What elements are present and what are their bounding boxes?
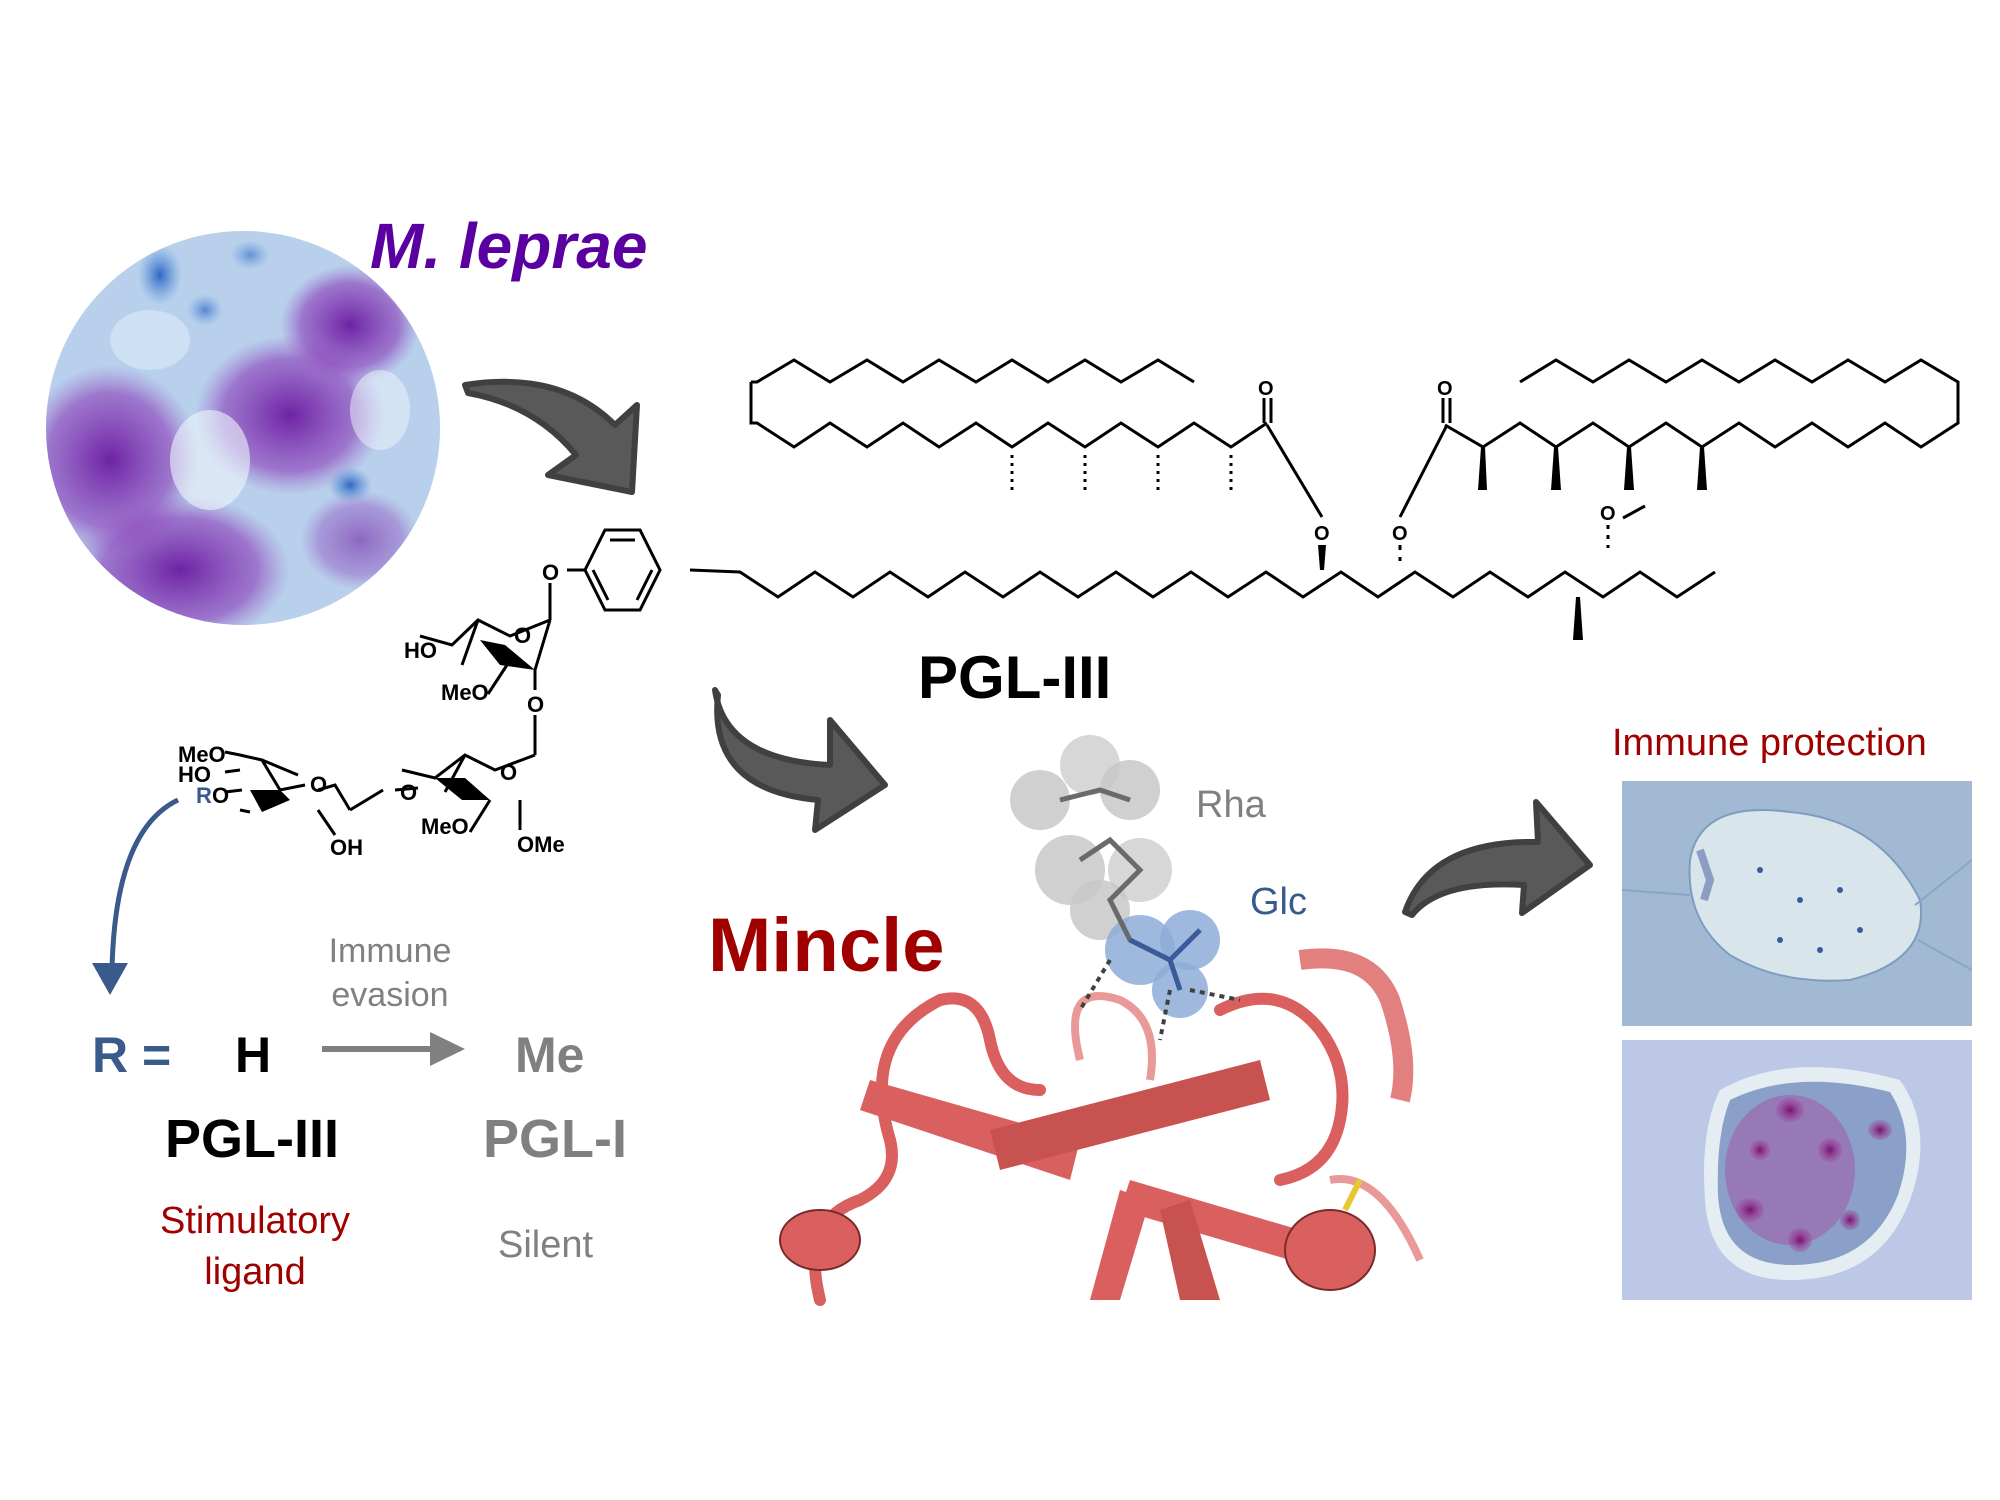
glc-label: Glc	[1250, 881, 1307, 923]
r-equals-label: R =	[92, 1027, 172, 1083]
wedge-bonds	[250, 447, 1707, 812]
ho-upper: HO	[404, 638, 437, 663]
structure-bonds	[224, 358, 1960, 836]
glc-link-o: O	[400, 780, 417, 805]
r-group-atom: R	[196, 783, 212, 808]
ring-o-upper: O	[514, 623, 531, 648]
pgl3-compound-label: PGL-III	[165, 1109, 339, 1169]
histology-image-infected	[1622, 1040, 1972, 1300]
organism-title: M. leprae	[370, 210, 648, 282]
me-substituent-label: Me	[515, 1027, 585, 1083]
curved-arrow-structure-to-mincle	[712, 687, 888, 833]
immune-protection-label: Immune protection	[1612, 722, 1927, 764]
ring-o-glc: O	[310, 772, 327, 797]
h-substituent-label: H	[235, 1027, 272, 1083]
evasion-arrowhead	[430, 1032, 465, 1066]
ome-lower: OMe	[517, 832, 565, 857]
histology-image-protected	[1622, 781, 1972, 1026]
pgl3-structure-label: PGL-III	[918, 644, 1112, 711]
oh-glc: OH	[330, 835, 363, 860]
protein-ribbons	[779, 948, 1424, 1306]
curved-arrow-mincle-to-protection	[1402, 799, 1593, 918]
meo-upper: MeO	[441, 680, 489, 705]
meo-lower: MeO	[421, 814, 469, 839]
silent-label: Silent	[498, 1224, 594, 1266]
rha-label: Rha	[1196, 784, 1266, 826]
carbonyl-o-2: O	[1437, 378, 1453, 400]
immune-evasion-label: Immune evasion	[328, 932, 452, 1014]
stimulatory-ligand-label: Stimulatory ligand	[159, 1200, 351, 1294]
ring-o-lower: O	[500, 760, 517, 785]
ether-o: O	[1600, 503, 1616, 525]
ho-glc: HO	[178, 762, 211, 787]
r-group-blue-arrow	[109, 797, 180, 971]
r-group-blue-arrowhead	[92, 963, 128, 995]
r-group-o: O	[212, 783, 229, 808]
ligand-spheres	[1010, 735, 1241, 1041]
ester-o-1: O	[1314, 523, 1330, 545]
m-leprae-micrograph	[46, 231, 440, 625]
mincle-label: Mincle	[708, 903, 945, 988]
atom-labels: O O O O O O O HO MeO O O MeO OMe O O OH …	[178, 378, 1616, 860]
carbonyl-o-1: O	[1258, 378, 1274, 400]
pgl1-compound-label: PGL-I	[483, 1109, 627, 1169]
glyco-o: O	[527, 692, 544, 717]
phenol-o: O	[542, 560, 559, 585]
meo-glc: MeO	[178, 742, 226, 767]
curved-arrow-organism-to-structure	[462, 378, 640, 495]
hash-bonds	[1010, 455, 1610, 561]
ester-o-2: O	[1392, 523, 1408, 545]
